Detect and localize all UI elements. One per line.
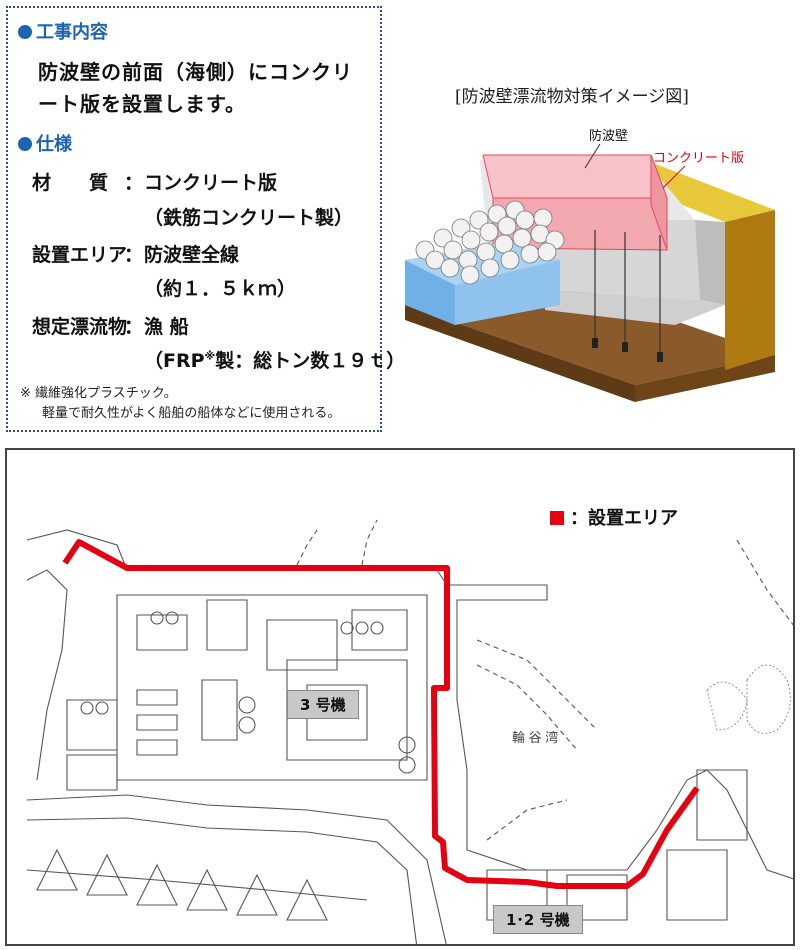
note-line1: ※ 繊維強化プラスチック。 [20,386,177,401]
pile-foot [592,338,598,348]
diagram-title: [防波壁漂流物対策イメージ図] [455,87,689,107]
spec-heading: 仕様 [18,130,72,156]
water-front2 [455,260,560,325]
seawall-base [545,290,725,325]
slab-label: コンクリート版 [653,150,744,165]
site-map: 輪 谷 湾 ：設置エリア 3 号機 1･2 号機 [5,448,795,946]
pile-foot [622,342,628,352]
sand-backfill-front [725,210,775,370]
bay-label: 輪 谷 湾 [512,730,558,745]
install-area-line [62,539,700,889]
work-text-line1: 防波壁の前面（海側）にコンクリ [38,60,353,84]
slab-leader [662,165,686,189]
bullet-icon [18,137,32,151]
water-front [405,260,455,325]
work-text-line2: ート版を設置します。 [38,92,246,116]
map-legend: ：設置エリア [550,504,678,530]
tetrapod-blocks [415,200,565,285]
spec-panel: 工事内容 防波壁の前面（海側）にコンクリ ート版を設置します。 仕様 材 質 ：… [6,6,405,432]
spec-row-material-sub: （鉄筋コンクリート製） [144,207,354,229]
unit3-label: 3 号機 [287,690,359,719]
ground-front [405,305,635,402]
concrete-slab-side [650,154,668,251]
note-line2: 軽量で耐久性がよく船舶の船体などに使用される。 [42,406,341,421]
concrete-slab-top [482,154,668,199]
wall-label: 防波壁 [589,128,628,143]
pile-foot [657,352,663,362]
bullet-icon [18,25,32,39]
wall-leader [584,143,601,169]
site-map-drawing: 輪 谷 湾 [26,519,793,944]
work-content-heading: 工事内容 [18,18,108,44]
seawall-diagram: 防波壁 コンクリート版 [405,128,775,402]
spec-row-area-sub: （約１．５ｋｍ） [144,278,297,300]
seawall-side [695,220,725,305]
ground-right [635,355,775,402]
unit12-label: 1･2 号機 [493,905,583,934]
spec-row-debris-sub: （FRP※製：総トン数１９ｔ） [144,349,406,372]
legend-red-square-icon [550,511,564,525]
